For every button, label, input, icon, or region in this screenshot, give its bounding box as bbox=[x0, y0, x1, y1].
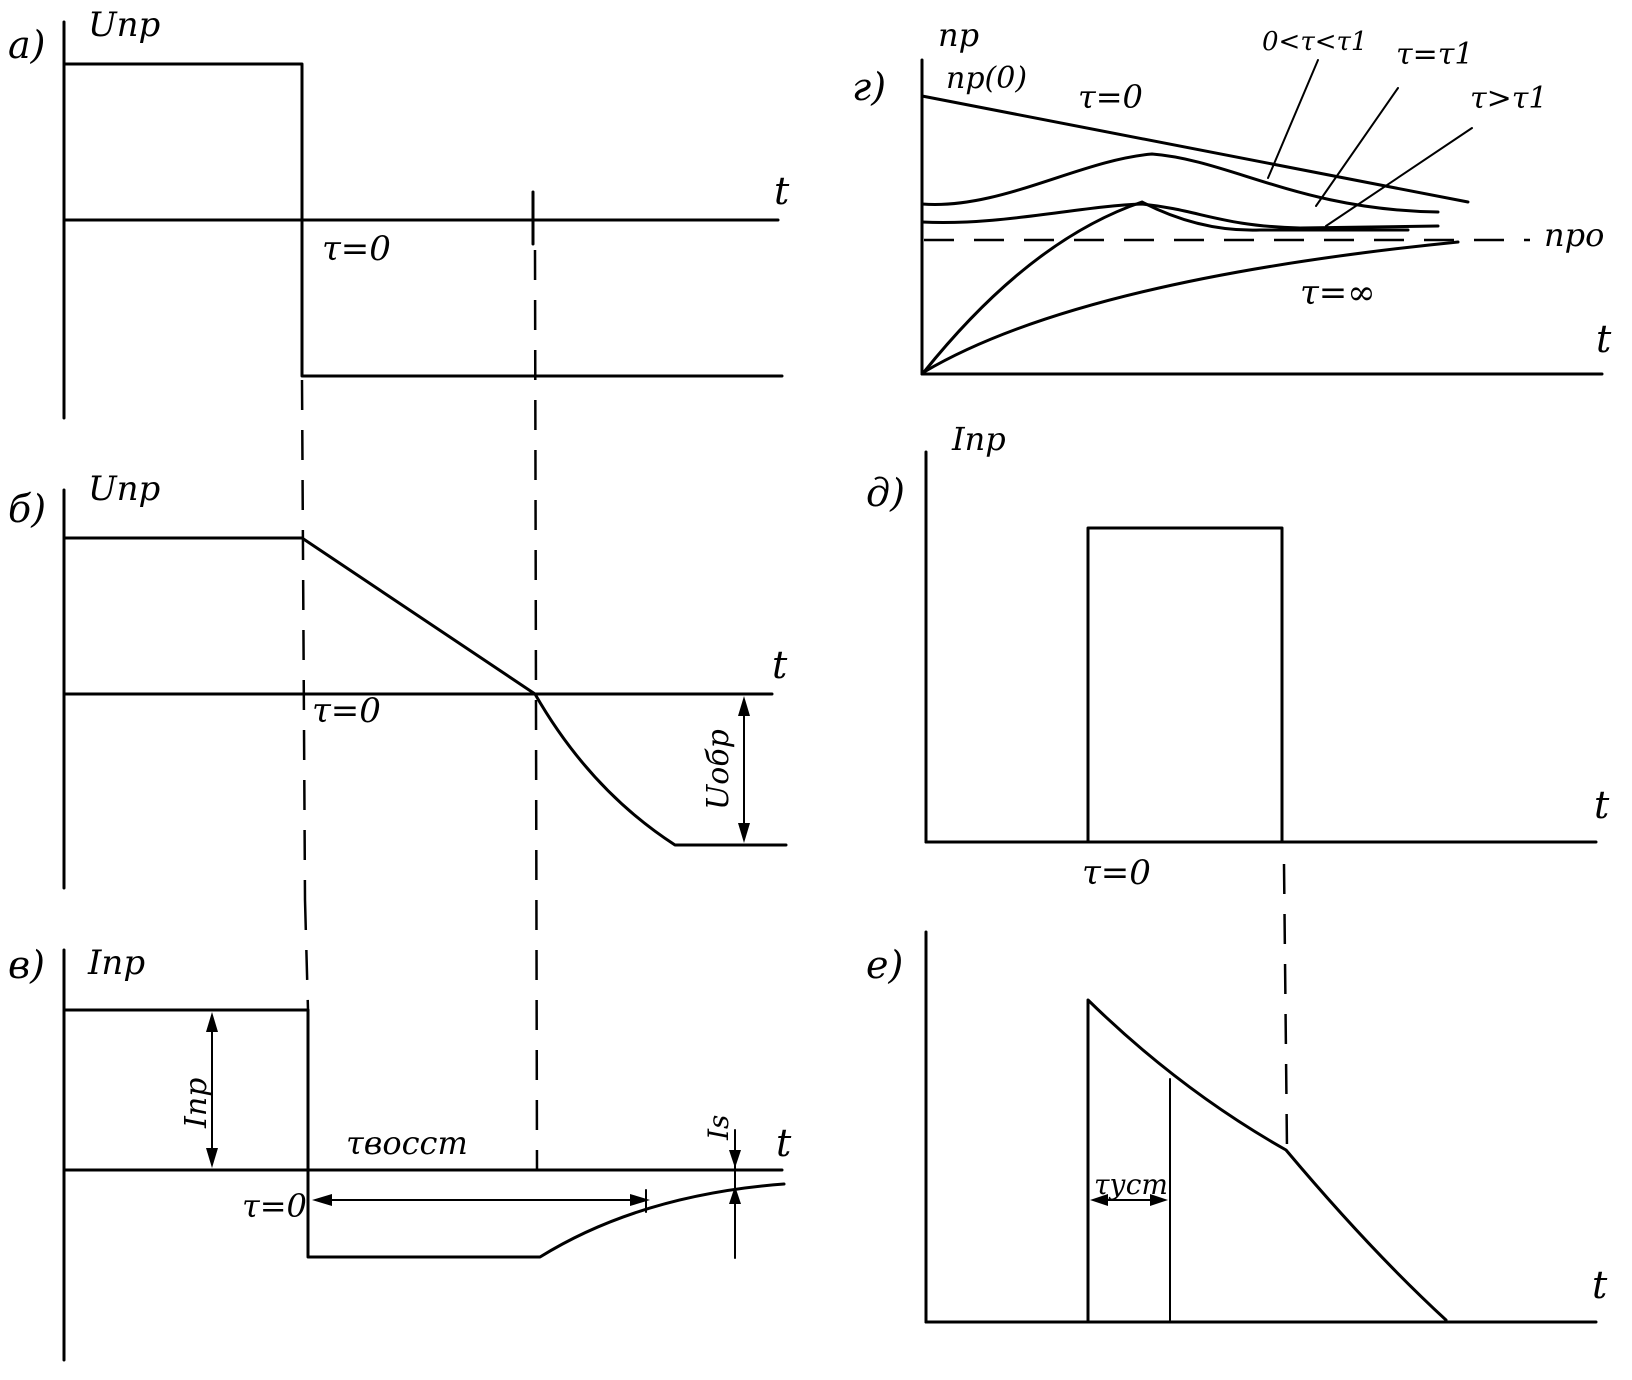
panel-v-dim-small-label: Is bbox=[702, 1115, 735, 1141]
panel-e-xlabel: t bbox=[1592, 1263, 1608, 1307]
panel-g-label-eq: τ=τ1 bbox=[1396, 37, 1473, 72]
panel-d-marker: τ=0 bbox=[1082, 853, 1151, 893]
panel-g-curve-eq bbox=[920, 202, 1440, 230]
panel-b-dim-arrow-top bbox=[738, 696, 750, 716]
panel-b-dim-label: Uобр bbox=[701, 729, 736, 810]
panel-b-marker: τ=0 bbox=[312, 691, 381, 731]
panel-b-letter: б) bbox=[8, 487, 46, 531]
panel-g-leader-eq bbox=[1315, 87, 1399, 207]
panel-g-letter: г) bbox=[852, 65, 886, 109]
guide-dashed-t0-b-v bbox=[303, 899, 310, 1011]
panel-v-marker: τ=0 bbox=[242, 1187, 307, 1225]
panel-g-curve-inf bbox=[922, 240, 1460, 374]
panel-e-letter: е) bbox=[866, 943, 903, 987]
panel-g-xlabel: t bbox=[1596, 317, 1612, 361]
guide-dashed-right bbox=[1282, 863, 1289, 1151]
panel-v-current-curve bbox=[62, 1008, 786, 1259]
panel-g-label-gt: τ>τ1 bbox=[1470, 81, 1547, 116]
panel-v-dim-small-arrow-top bbox=[729, 1150, 741, 1168]
panel-e: е) t τуст bbox=[866, 930, 1608, 1324]
panel-b-xlabel: t bbox=[772, 643, 788, 687]
panel-e-decay-curve bbox=[1086, 998, 1448, 1322]
panel-g-label-between: 0<τ<τ1 bbox=[1262, 27, 1367, 57]
panel-v-letter: в) bbox=[8, 943, 45, 987]
panel-v-dim-recovery-arrow-left bbox=[312, 1194, 332, 1206]
panel-v: в) Iпр t τ=0 Iпр τвосст Is bbox=[8, 943, 792, 1362]
panel-g-np0: np(0) bbox=[946, 61, 1027, 96]
panel-v-ylabel: Iпр bbox=[87, 943, 145, 983]
panel-v-dim-height-arrow-bottom bbox=[206, 1148, 218, 1168]
panel-d-current-pulse bbox=[1086, 526, 1284, 844]
panel-v-dim-recovery-arrow-right bbox=[630, 1194, 650, 1206]
panel-g-label-t0: τ=0 bbox=[1078, 78, 1143, 116]
panel-e-dim-arrow-left bbox=[1090, 1194, 1108, 1206]
panel-e-dim-arrow-right bbox=[1150, 1194, 1168, 1206]
panel-d-letter: д) bbox=[866, 471, 905, 515]
panel-v-dim-height-label: Iпр bbox=[179, 1078, 214, 1129]
panel-v-dim-recovery-label: τвосст bbox=[346, 1124, 468, 1162]
panel-d-xlabel: t bbox=[1594, 783, 1610, 827]
panel-e-dim-label: τуст bbox=[1094, 1168, 1168, 1201]
panel-v-dim-height-arrow-top bbox=[206, 1012, 218, 1032]
panel-a-marker: τ=0 bbox=[322, 229, 391, 269]
panel-g: г) np np(0) t τ=0 0<τ<τ1 τ=τ1 τ>τ1 τ=∞ n… bbox=[852, 16, 1612, 376]
panel-a-voltage-step bbox=[62, 62, 784, 378]
panel-b-voltage-curve bbox=[62, 536, 788, 847]
panel-d: д) Iпр t τ=0 bbox=[866, 420, 1610, 893]
panel-d-ylabel: Iпр bbox=[951, 420, 1006, 458]
panel-g-label-level: npo bbox=[1544, 216, 1604, 254]
panel-g-curve-t0 bbox=[920, 94, 1470, 204]
panel-v-dim-small-arrow-bottom bbox=[729, 1186, 741, 1204]
guide-dashed-t0-a-b bbox=[300, 379, 307, 901]
panel-b-dim-arrow-bottom bbox=[738, 823, 750, 843]
panel-a-letter: а) bbox=[8, 23, 45, 67]
panel-v-xlabel: t bbox=[776, 1121, 792, 1165]
panel-g-leader-between bbox=[1267, 59, 1319, 179]
panel-b-ylabel: Uпр bbox=[88, 469, 160, 509]
panel-g-leader-gt bbox=[1325, 127, 1473, 227]
panel-g-label-inf: τ=∞ bbox=[1300, 273, 1376, 313]
panel-g-curve-gt bbox=[922, 200, 1410, 374]
panel-g-ylabel: np bbox=[938, 16, 979, 54]
panel-a-ylabel: Uпр bbox=[88, 5, 160, 45]
guide-dashed-t1 bbox=[533, 249, 539, 1171]
panel-b: б) Uпр t τ=0 Uобр bbox=[8, 469, 788, 890]
panel-a-xlabel: t bbox=[774, 169, 790, 213]
panel-a: а) Uпр t τ=0 bbox=[8, 5, 790, 420]
panel-g-curve-between bbox=[920, 152, 1440, 214]
